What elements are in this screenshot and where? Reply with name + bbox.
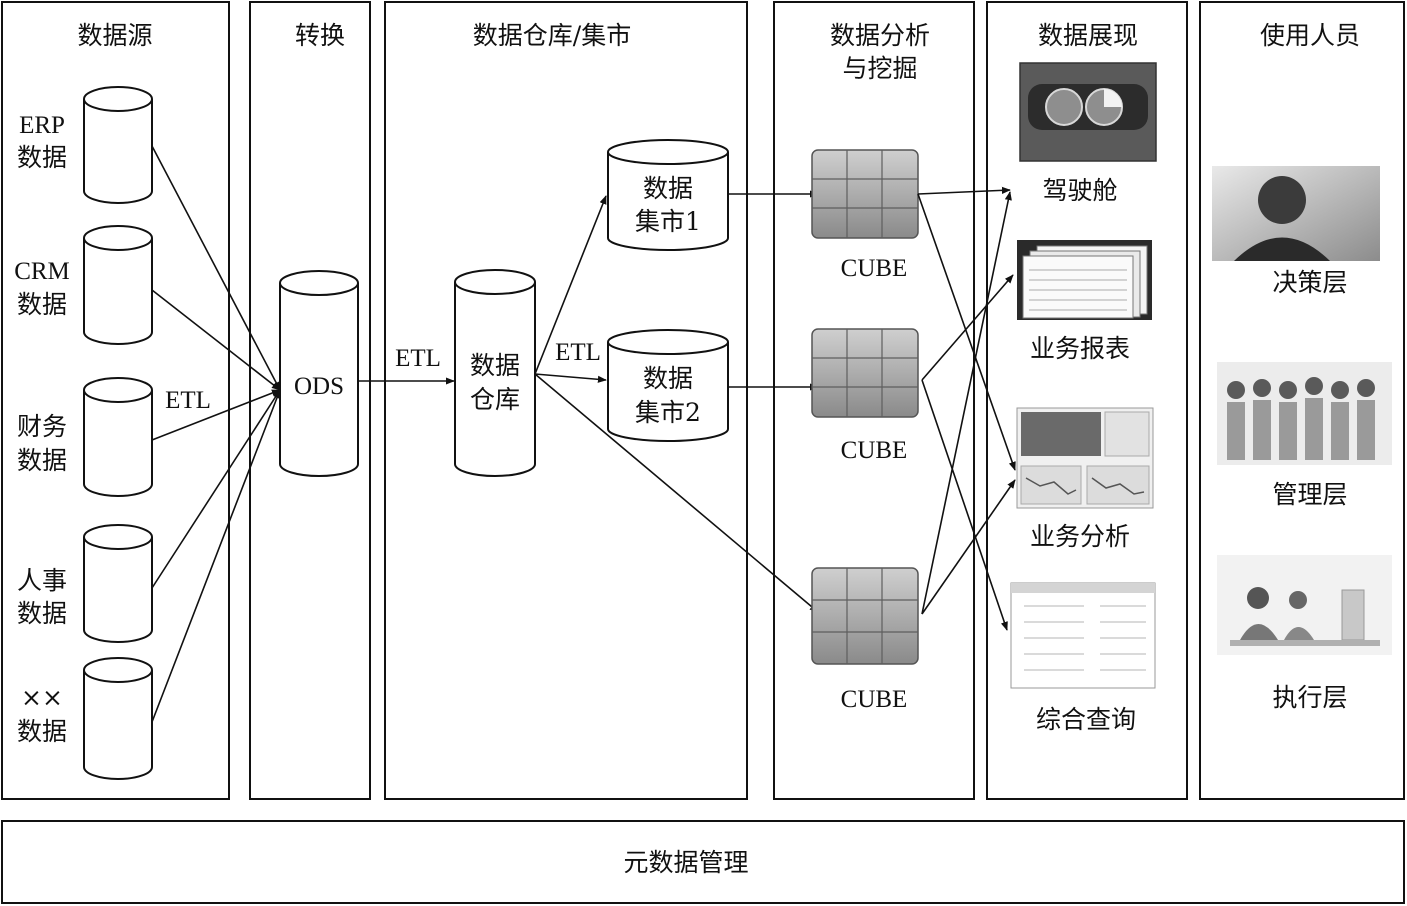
source-cylinder-erp: [83, 86, 153, 204]
cube1-label: CUBE: [841, 255, 908, 282]
column-frame-transform: [249, 1, 371, 800]
arrow-warehouse-to-mart2: [534, 373, 607, 383]
cube-icon-3: [811, 567, 919, 665]
column-title-users: 使用人员: [1260, 21, 1360, 50]
arrows-warehouse-out: [534, 195, 819, 613]
mart2-label-line1: 数据: [643, 364, 693, 393]
arrow-cube1-to-analysis: [917, 193, 1016, 471]
cockpit-dashboard-icon: [1019, 62, 1157, 162]
source-label-crm-line1: CRM: [14, 258, 70, 285]
cube-icon-2: [811, 328, 919, 418]
arrow-crm-to-ods: [151, 289, 281, 391]
source-label-other-line2: 数据: [17, 717, 67, 746]
metadata-management-label: 元数据管理: [623, 848, 748, 877]
source-cylinder-hr: [83, 524, 153, 643]
column-title-presentation: 数据展现: [1038, 21, 1138, 50]
arrow-finance-to-ods: [151, 389, 281, 441]
arrow-warehouse-to-cube3: [534, 373, 819, 613]
source-cylinder-crm: [83, 225, 153, 345]
column-title-analysis-line1: 数据分析: [830, 21, 930, 50]
column-title-analysis-line2: 与挖掘: [842, 54, 917, 83]
source-label-erp-line2: 数据: [17, 143, 67, 172]
mart-cylinder-2: [607, 329, 729, 442]
mart1-label-line2: 集市1: [635, 207, 701, 236]
arrow-cube3-to-cockpit: [921, 191, 1012, 615]
cube-icon-1: [811, 149, 919, 239]
query-page-icon: [1010, 582, 1156, 689]
user-label-execution: 执行层: [1272, 683, 1347, 712]
user-label-management: 管理层: [1272, 480, 1347, 509]
column-frame-warehouse: [384, 1, 748, 800]
report-stack-icon: [1017, 240, 1152, 320]
arrow-cube2-to-report: [921, 274, 1014, 381]
source-label-crm-line2: 数据: [17, 290, 67, 319]
metadata-frame: [1, 820, 1405, 904]
etl-label-warehouse: ETL: [555, 339, 601, 366]
cube2-label: CUBE: [841, 437, 908, 464]
arrow-hr-to-ods: [151, 389, 281, 589]
managers-photo-icon: [1217, 362, 1392, 465]
mart1-label-line1: 数据: [643, 174, 693, 203]
column-title-warehouse: 数据仓库/集市: [473, 21, 631, 50]
arrow-cube1-to-cockpit: [917, 186, 1011, 195]
column-frame-sources: [1, 1, 230, 800]
cube3-label: CUBE: [841, 686, 908, 713]
source-label-other-line1: ××: [21, 683, 63, 712]
column-title-transform: 转换: [295, 21, 345, 50]
warehouse-cylinder: [454, 269, 536, 477]
executive-photo-icon: [1212, 166, 1380, 261]
arrow-other-to-ods: [151, 389, 281, 723]
arrow-erp-to-ods: [151, 145, 281, 391]
warehouse-label-line2: 仓库: [470, 385, 520, 414]
source-label-finance-line1: 财务: [17, 412, 67, 441]
warehouse-label-line1: 数据: [470, 351, 520, 380]
column-title-sources: 数据源: [77, 21, 152, 50]
presentation-label-report: 业务报表: [1030, 334, 1130, 363]
mart2-label-line2: 集市2: [635, 398, 701, 427]
arrow-warehouse-to-mart1: [534, 195, 607, 375]
source-cylinder-finance: [83, 377, 153, 497]
source-label-hr-line1: 人事: [17, 566, 67, 595]
source-label-hr-line2: 数据: [17, 599, 67, 628]
column-frame-users: [1199, 1, 1405, 800]
analysis-dashboard-icon: [1016, 407, 1154, 509]
source-cylinder-other: [83, 657, 153, 780]
user-label-decision: 决策层: [1272, 268, 1347, 297]
source-label-finance-line2: 数据: [17, 446, 67, 475]
source-label-erp-line1: ERP: [19, 112, 65, 139]
presentation-label-cockpit: 驾驶舱: [1042, 176, 1117, 205]
column-frame-analysis: [773, 1, 975, 800]
arrow-cube3-to-analysis: [921, 479, 1016, 615]
column-frame-presentation: [986, 1, 1188, 800]
presentation-label-analysis: 业务分析: [1030, 522, 1130, 551]
arrow-cube2-to-query: [921, 379, 1008, 631]
ods-label: ODS: [294, 373, 344, 400]
presentation-label-query: 综合查询: [1036, 705, 1136, 734]
etl-label-sources: ETL: [165, 387, 211, 414]
staff-photo-icon: [1217, 555, 1392, 655]
mart-cylinder-1: [607, 139, 729, 251]
arrows-sources-to-ods: [151, 145, 281, 723]
ods-cylinder: [279, 270, 359, 477]
arrows-cubes-to-presentation: [917, 186, 1016, 631]
etl-label-ods: ETL: [395, 345, 441, 372]
